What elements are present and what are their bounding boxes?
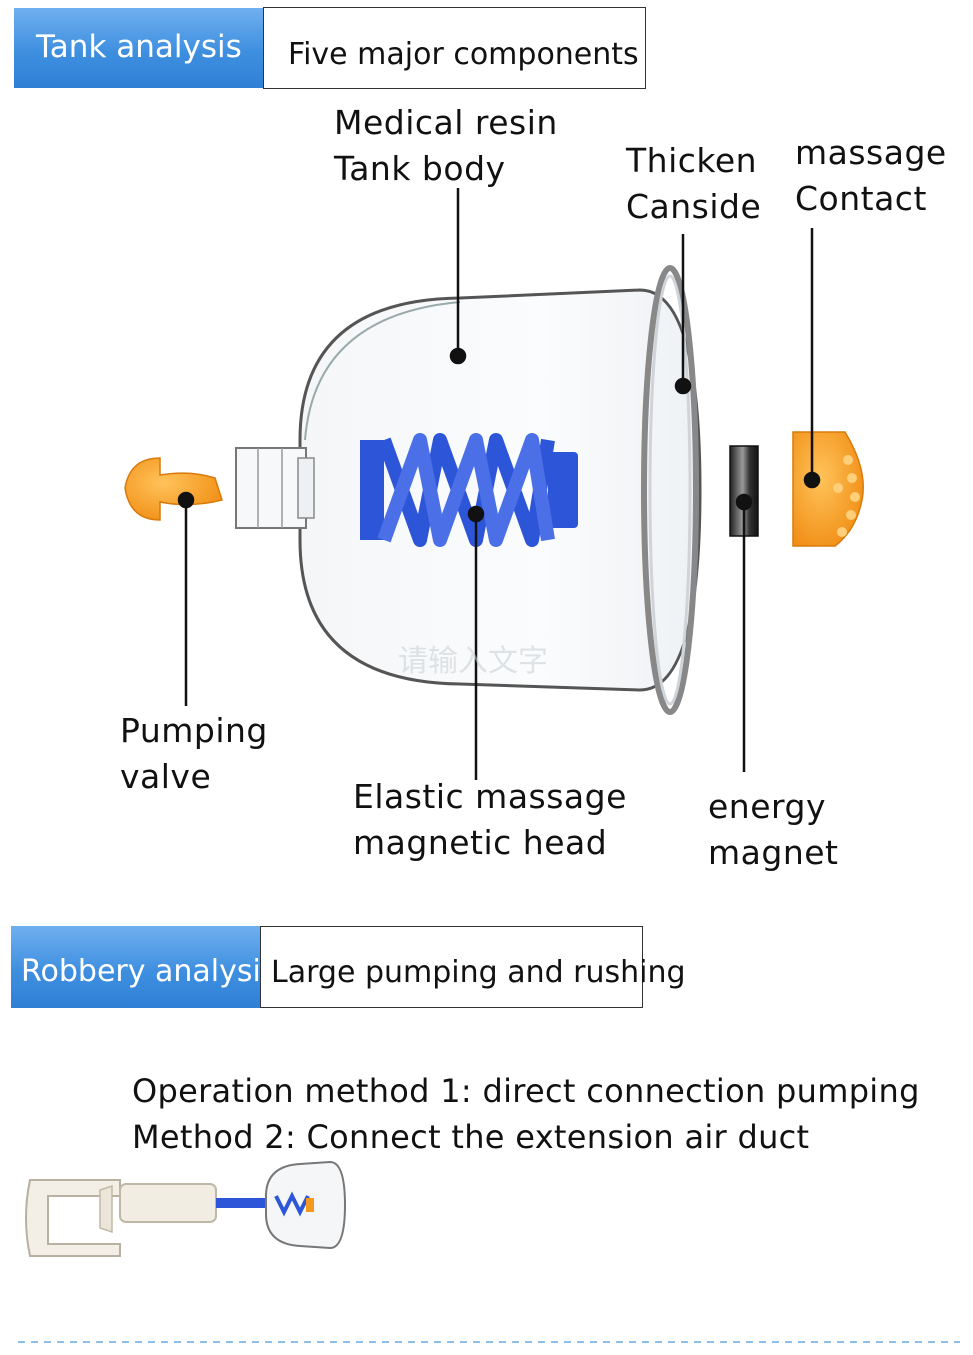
leader-lines (177, 188, 821, 780)
hand-pump-illustration (25, 1160, 347, 1257)
section-tag-label: Robbery analysi (21, 954, 261, 989)
watermark-text: 请输入文字 (398, 644, 548, 679)
label-thicken-canside: Thicken Canside (626, 141, 762, 226)
operation-method-1: Operation method 1: direct connection pu… (132, 1072, 920, 1110)
thicken-canside-rim (641, 265, 699, 715)
cup-neck-connector (235, 447, 315, 529)
operation-method-2: Method 2: Connect the extension air duct (132, 1118, 810, 1156)
section-title: Five major components (288, 37, 639, 72)
label-pumping-valve: Pumping valve (120, 711, 268, 796)
elastic-spring (360, 433, 578, 547)
label-massage-contact: massage Contact (795, 133, 947, 218)
section-tag-tank-analysis: Tank analysis (14, 8, 264, 88)
section-title: Large pumping and rushing (271, 955, 686, 990)
section-title-box: Large pumping and rushing (260, 926, 686, 1008)
label-elastic-massage-magnetic-head: Elastic massage magnetic head (353, 777, 627, 862)
section-tag-label: Tank analysis (36, 29, 242, 65)
label-medical-resin-tank-body: Medical resin Tank body (334, 103, 558, 188)
label-energy-magnet: energy magnet (708, 787, 839, 872)
section-tag-robbery-analysis: Robbery analysi (11, 926, 261, 1008)
section-title-box: Five major components (263, 7, 646, 89)
pumping-valve-part (124, 457, 223, 521)
massage-contact-part (792, 431, 864, 547)
tank-body (298, 288, 702, 692)
